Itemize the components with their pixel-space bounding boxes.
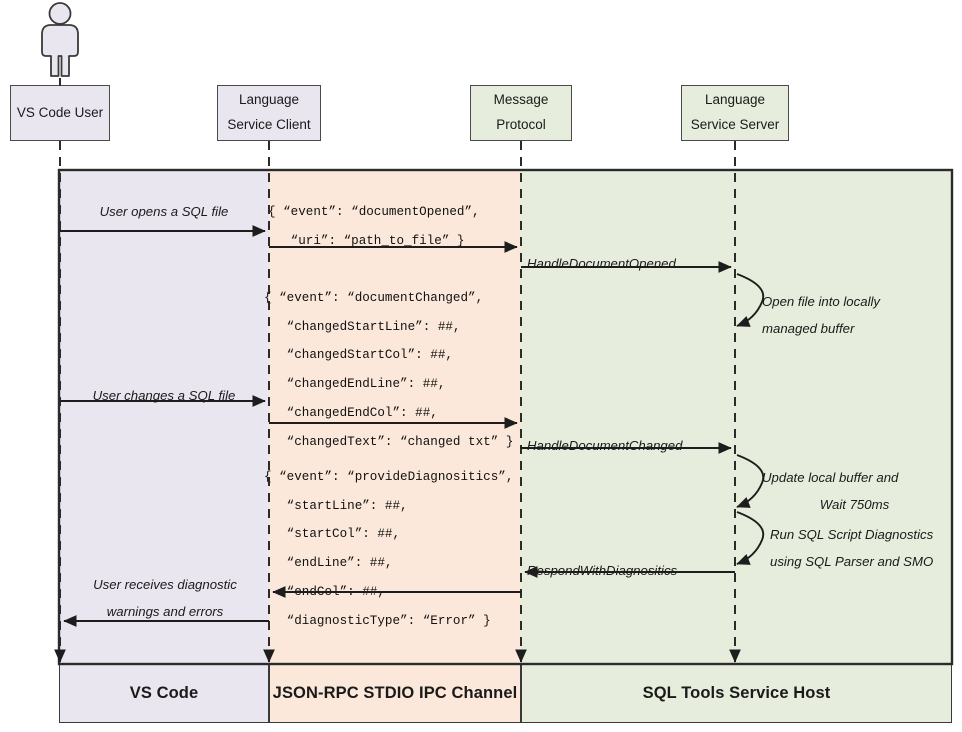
lifeline-box-message-protocol: Message Protocol	[470, 85, 572, 141]
lifeline-label-line2: Service Server	[690, 117, 780, 132]
lifeline-label-line2: Protocol	[496, 117, 546, 132]
lifeline-label-line1: Language	[238, 92, 300, 108]
lifeline-box-language-service-server: Language Service Server	[681, 85, 789, 141]
payload-line: “changedStartLine”: ##,	[264, 319, 461, 334]
lifeline-label-line1: VS Code User	[16, 104, 104, 120]
payload-line: “uri”: “path_to_file” }	[268, 233, 465, 248]
message-label-user-receives-diagnostics: User receives diagnostic warnings and er…	[62, 571, 268, 625]
self-loop-run-diagnostics	[736, 511, 765, 565]
message-label-user-opens-sql-file: User opens a SQL file	[99, 204, 229, 219]
payload-line: { “event”: “documentChanged”,	[264, 291, 484, 305]
payload-line: “startLine”: ##,	[264, 498, 408, 513]
message-arrows	[60, 225, 765, 627]
lifeline-label-line1: Language	[704, 92, 766, 108]
payload-line: { “event”: “documentOpened”,	[268, 205, 480, 219]
band-outline	[57, 168, 954, 666]
note-line2: managed buffer	[762, 321, 855, 337]
lifeline-box-language-service-client: Language Service Client	[217, 85, 321, 141]
lifeline-label-line2: Service Client	[227, 117, 311, 132]
note-run-diagnostics: Run SQL Script Diagnostics using SQL Par…	[770, 521, 962, 575]
band-service-host	[521, 170, 952, 664]
note-line1: Run SQL Script Diagnostics	[770, 527, 934, 542]
note-line1: Open file into locally	[762, 294, 881, 309]
note-line2: Wait 750ms	[819, 497, 890, 513]
payload-line: “changedStartCol”: ##,	[264, 348, 453, 363]
message-label-handle-document-changed: HandleDocumentChanged	[527, 438, 683, 453]
band-vs-code	[59, 170, 269, 664]
payload-line: “diagnosticType”: “Error” }	[264, 613, 491, 628]
message-label-user-changes-sql-file: User changes a SQL file	[92, 388, 236, 403]
note-line1: Update local buffer and	[762, 470, 899, 485]
user-actor-figure	[41, 2, 79, 77]
payload-line: { “event”: “provideDiagnositics”,	[264, 470, 514, 484]
footer-connectors	[54, 649, 741, 663]
footer-box-service-host: SQL Tools Service Host	[521, 664, 952, 723]
payload-document-opened: { “event”: “documentOpened”, “uri”: “pat…	[268, 198, 480, 255]
self-loop-update-buffer	[736, 454, 765, 508]
payload-line: “changedText”: “changed txt” }	[264, 434, 514, 449]
message-label-respond-with-diagnositics: RespondWithDiagnositics	[527, 563, 678, 578]
self-loop-open-file	[736, 273, 765, 327]
band-ipc-channel	[269, 170, 521, 664]
payload-line: “changedEndCol”: ##,	[264, 405, 438, 420]
lifeline-box-vs-code-user: VS Code User	[10, 85, 110, 141]
note-open-file: Open file into locally managed buffer	[762, 288, 962, 342]
lifeline-dashes	[59, 78, 736, 664]
payload-line: “endLine”: ##,	[264, 556, 393, 571]
payload-line: “changedEndLine”: ##,	[264, 377, 446, 392]
message-label-line2: warnings and errors	[106, 604, 224, 620]
payload-document-changed: { “event”: “documentChanged”, “changedSt…	[264, 284, 513, 456]
footer-box-vs-code: VS Code	[59, 664, 269, 723]
message-label-line1: User receives diagnostic	[93, 577, 237, 592]
note-line2: using SQL Parser and SMO	[770, 554, 934, 570]
note-update-buffer: Update local buffer and Wait 750ms	[762, 464, 962, 518]
lifeline-label-line1: Message	[493, 92, 549, 108]
payload-line: “startCol”: ##,	[264, 527, 401, 542]
